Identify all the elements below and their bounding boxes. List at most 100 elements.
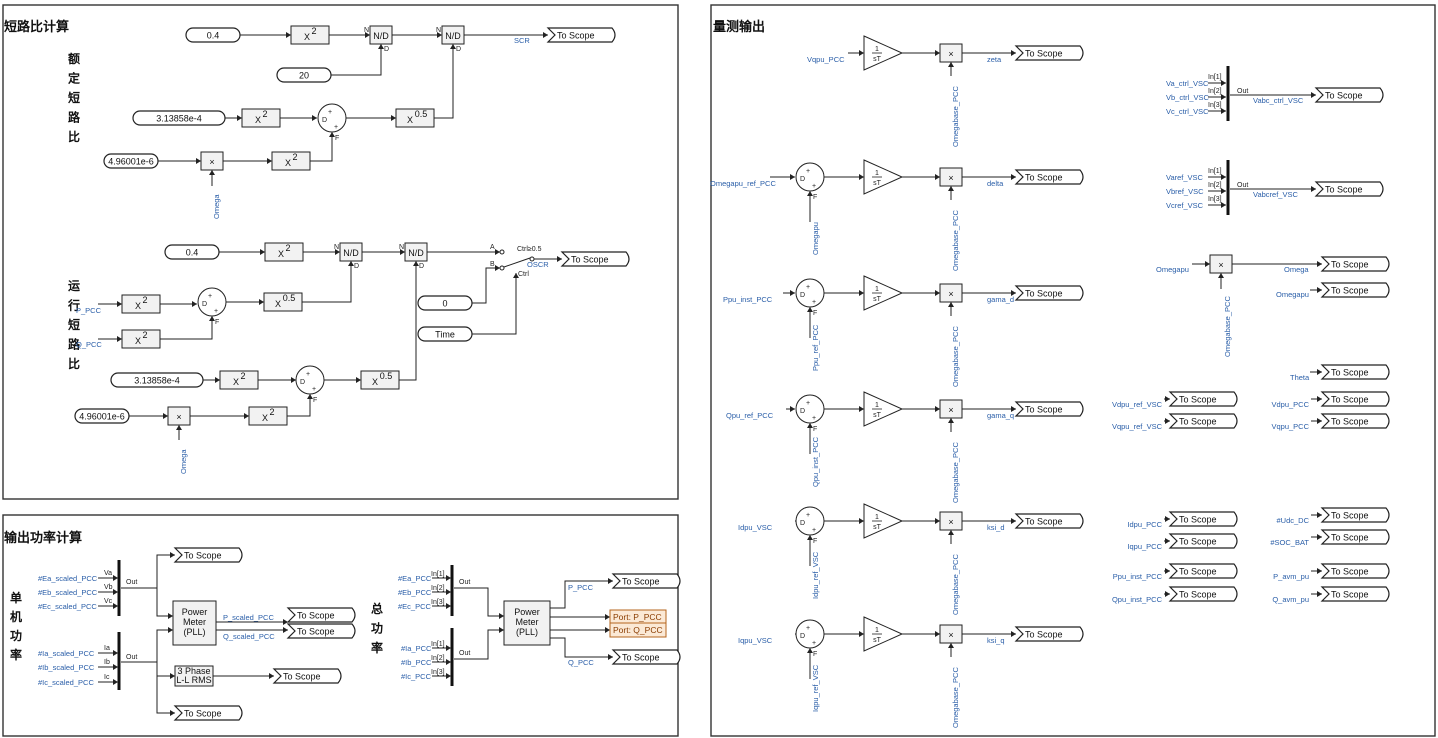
meas-integrator-4[interactable]: 1 sT	[863, 503, 904, 539]
rms-label[interactable]: 3 Phase	[177, 666, 210, 676]
const-20[interactable]: 20	[276, 67, 332, 83]
constant-value[interactable]: 3.13858e-4	[156, 114, 202, 124]
left-scope-3[interactable]: To Scope	[1168, 533, 1238, 549]
meas-integrator-5[interactable]: 1sT	[863, 616, 904, 652]
meas-scope-5[interactable]: To Scope	[1014, 626, 1084, 642]
const-3-13858e-4-bottom[interactable]: 3.13858e-4	[110, 372, 204, 388]
square-low[interactable]: X2	[271, 151, 311, 171]
block-label[interactable]: N/D	[343, 248, 359, 258]
right-scope-3[interactable]: To Scope	[1320, 529, 1390, 545]
meter-label[interactable]: Power	[514, 607, 540, 617]
scope-label[interactable]: To Scope	[1025, 289, 1063, 299]
left-scope-4[interactable]: To Scope	[1168, 563, 1238, 579]
divide-top-2[interactable]: N/D	[441, 25, 465, 45]
multiply-symbol[interactable]: ×	[176, 412, 181, 422]
multiply-symbol[interactable]: ×	[948, 630, 953, 640]
multiply-symbol[interactable]: ×	[1218, 260, 1223, 270]
square-exponent[interactable]: 2	[285, 243, 290, 253]
const-0-4-bottom[interactable]: 0.4	[164, 244, 220, 260]
scope-label[interactable]: To Scope	[1331, 368, 1369, 378]
square-mid[interactable]: X2	[241, 108, 281, 128]
omega-multiply[interactable]: ×	[1209, 254, 1233, 274]
integrator-den[interactable]: sT	[873, 56, 882, 63]
integrator-num[interactable]: 1	[875, 286, 879, 293]
to-scope-q-scaled[interactable]: To Scope	[286, 623, 356, 639]
scope-label[interactable]: To Scope	[1325, 91, 1363, 101]
square-symbol[interactable]: X	[304, 32, 310, 42]
square-run-low[interactable]: X2	[248, 406, 288, 426]
meas-multiply-4[interactable]: ×	[939, 511, 963, 531]
scope-label[interactable]: To Scope	[1331, 567, 1369, 577]
constant-value[interactable]: 4.96001e-6	[108, 157, 154, 167]
integrator-den[interactable]: sT	[873, 296, 882, 303]
square-exponent[interactable]: 2	[240, 371, 245, 381]
multiply-symbol[interactable]: ×	[948, 289, 953, 299]
to-scope-p-scaled[interactable]: To Scope	[286, 607, 356, 623]
scope-label[interactable]: To Scope	[1179, 395, 1217, 405]
right-scope-1[interactable]: To Scope	[1320, 413, 1390, 429]
multiply-symbol[interactable]: ×	[948, 405, 953, 415]
to-scope-scr[interactable]: To Scope	[546, 27, 616, 43]
sqrt-symbol[interactable]: X	[407, 115, 413, 125]
scope-label[interactable]: To Scope	[1179, 417, 1217, 427]
sqrt-symbol[interactable]: X	[275, 299, 281, 309]
to-scope-voltage[interactable]: To Scope	[173, 547, 243, 563]
right-scope-0[interactable]: To Scope	[1320, 391, 1390, 407]
sqrt-run-2[interactable]: X0.5	[360, 370, 400, 390]
scope-label[interactable]: To Scope	[1025, 630, 1063, 640]
block-shape[interactable]	[172, 600, 217, 646]
sqrt-symbol[interactable]: X	[372, 377, 378, 387]
integrator-num[interactable]: 1	[875, 46, 879, 53]
meter-label[interactable]: Power	[182, 607, 208, 617]
constant-value[interactable]: 0.4	[186, 248, 199, 258]
meas-multiply-5[interactable]: ×	[939, 624, 963, 644]
divide-run-1[interactable]: N/D	[339, 242, 363, 262]
meas-integrator-0[interactable]: 1 sT	[863, 35, 904, 71]
integrator-den[interactable]: sT	[873, 637, 882, 644]
scope-label[interactable]: To Scope	[1025, 173, 1063, 183]
integrator-den[interactable]: sT	[873, 524, 882, 531]
output-port-label-port_p[interactable]: Port: P_PCC	[613, 612, 662, 622]
const-3-13858e-4-top[interactable]: 3.13858e-4	[132, 110, 226, 126]
integrator-num[interactable]: 1	[875, 514, 879, 521]
left-scope-5[interactable]: To Scope	[1168, 586, 1238, 602]
meas-scope-2[interactable]: To Scope	[1014, 285, 1084, 301]
scope-label[interactable]: To Scope	[1179, 515, 1217, 525]
scope-label[interactable]: To Scope	[1331, 286, 1369, 296]
block-label[interactable]: N/D	[408, 248, 424, 258]
omega-scope[interactable]: To Scope	[1320, 256, 1390, 272]
meter-label[interactable]: (PLL)	[516, 627, 538, 637]
square-run-top[interactable]: X2	[264, 242, 304, 262]
rms-label[interactable]: L-L RMS	[176, 675, 211, 685]
scope-label[interactable]: To Scope	[1025, 49, 1063, 59]
meas-multiply-3[interactable]: ×	[939, 399, 963, 419]
sqrt-run-1[interactable]: X0.5	[263, 292, 303, 312]
square-p[interactable]: X2	[121, 294, 161, 314]
square-q[interactable]: X2	[121, 329, 161, 349]
constant-value[interactable]: 3.13858e-4	[134, 376, 180, 386]
integrator-den[interactable]: sT	[873, 180, 882, 187]
square-symbol[interactable]: X	[135, 336, 141, 346]
meas-multiply-2[interactable]: ×	[939, 283, 963, 303]
constant-value[interactable]: 4.96001e-6	[79, 412, 125, 422]
divide-top-1[interactable]: N/D	[369, 25, 393, 45]
scope-label[interactable]: To Scope	[297, 611, 335, 621]
scope-label[interactable]: To Scope	[557, 31, 595, 41]
left-scope-0[interactable]: To Scope	[1168, 391, 1238, 407]
const-time[interactable]: Time	[417, 326, 473, 342]
meas-scope-4[interactable]: To Scope	[1014, 513, 1084, 529]
scope-label[interactable]: To Scope	[1331, 417, 1369, 427]
multiply-symbol[interactable]: ×	[948, 49, 953, 59]
meter-label[interactable]: Meter	[515, 617, 538, 627]
meas-sum-3[interactable]: D++F	[795, 394, 825, 433]
sqrt-top[interactable]: X0.5	[395, 108, 435, 128]
meas-multiply-0[interactable]: ×	[939, 43, 963, 63]
scope-label[interactable]: To Scope	[1331, 511, 1369, 521]
integrator-num[interactable]: 1	[875, 402, 879, 409]
square-symbol[interactable]: X	[233, 377, 239, 387]
meas-scope-0[interactable]: To Scope	[1014, 45, 1084, 61]
square-top[interactable]: X2	[290, 25, 330, 45]
